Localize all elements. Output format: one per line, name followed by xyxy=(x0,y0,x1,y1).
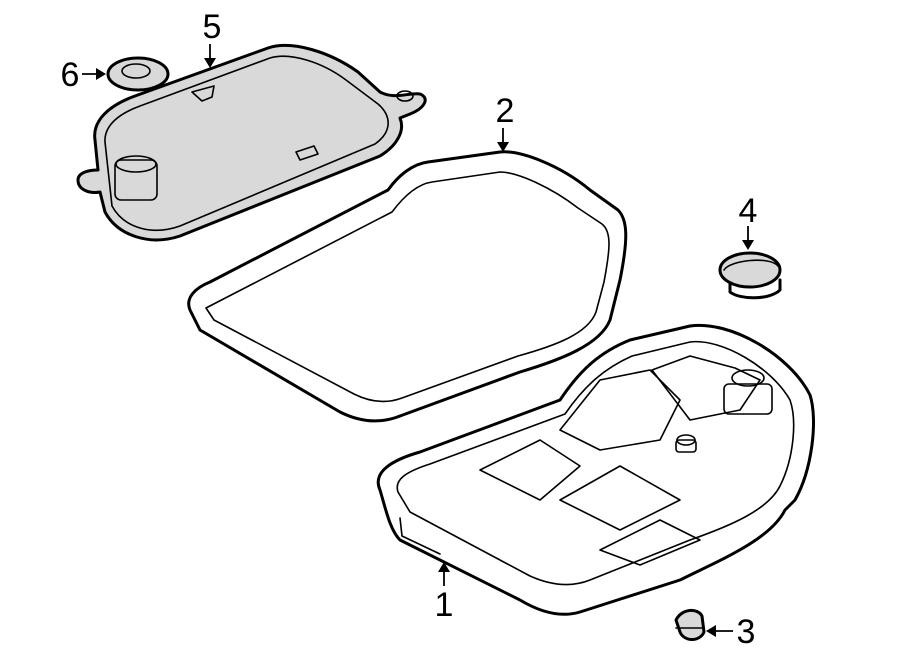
callout-label-2: 2 xyxy=(496,92,515,130)
callout-label-5: 5 xyxy=(203,8,222,46)
arrow-4 xyxy=(742,226,754,250)
arrow-1 xyxy=(438,562,450,586)
oil-pan-part xyxy=(376,323,815,616)
arrow-2 xyxy=(497,128,509,152)
gasket-part xyxy=(187,150,628,423)
filter-part xyxy=(76,44,427,242)
plug-part xyxy=(718,251,782,300)
seal-part xyxy=(106,56,170,92)
arrow-6 xyxy=(82,68,106,80)
callout-label-1: 1 xyxy=(435,586,454,624)
callout-label-6: 6 xyxy=(61,56,80,94)
callout-label-3: 3 xyxy=(737,613,756,651)
callout-label-4: 4 xyxy=(739,192,758,230)
arrow-3 xyxy=(706,625,733,637)
drain-plug-part xyxy=(674,609,706,641)
arrow-5 xyxy=(204,44,216,68)
